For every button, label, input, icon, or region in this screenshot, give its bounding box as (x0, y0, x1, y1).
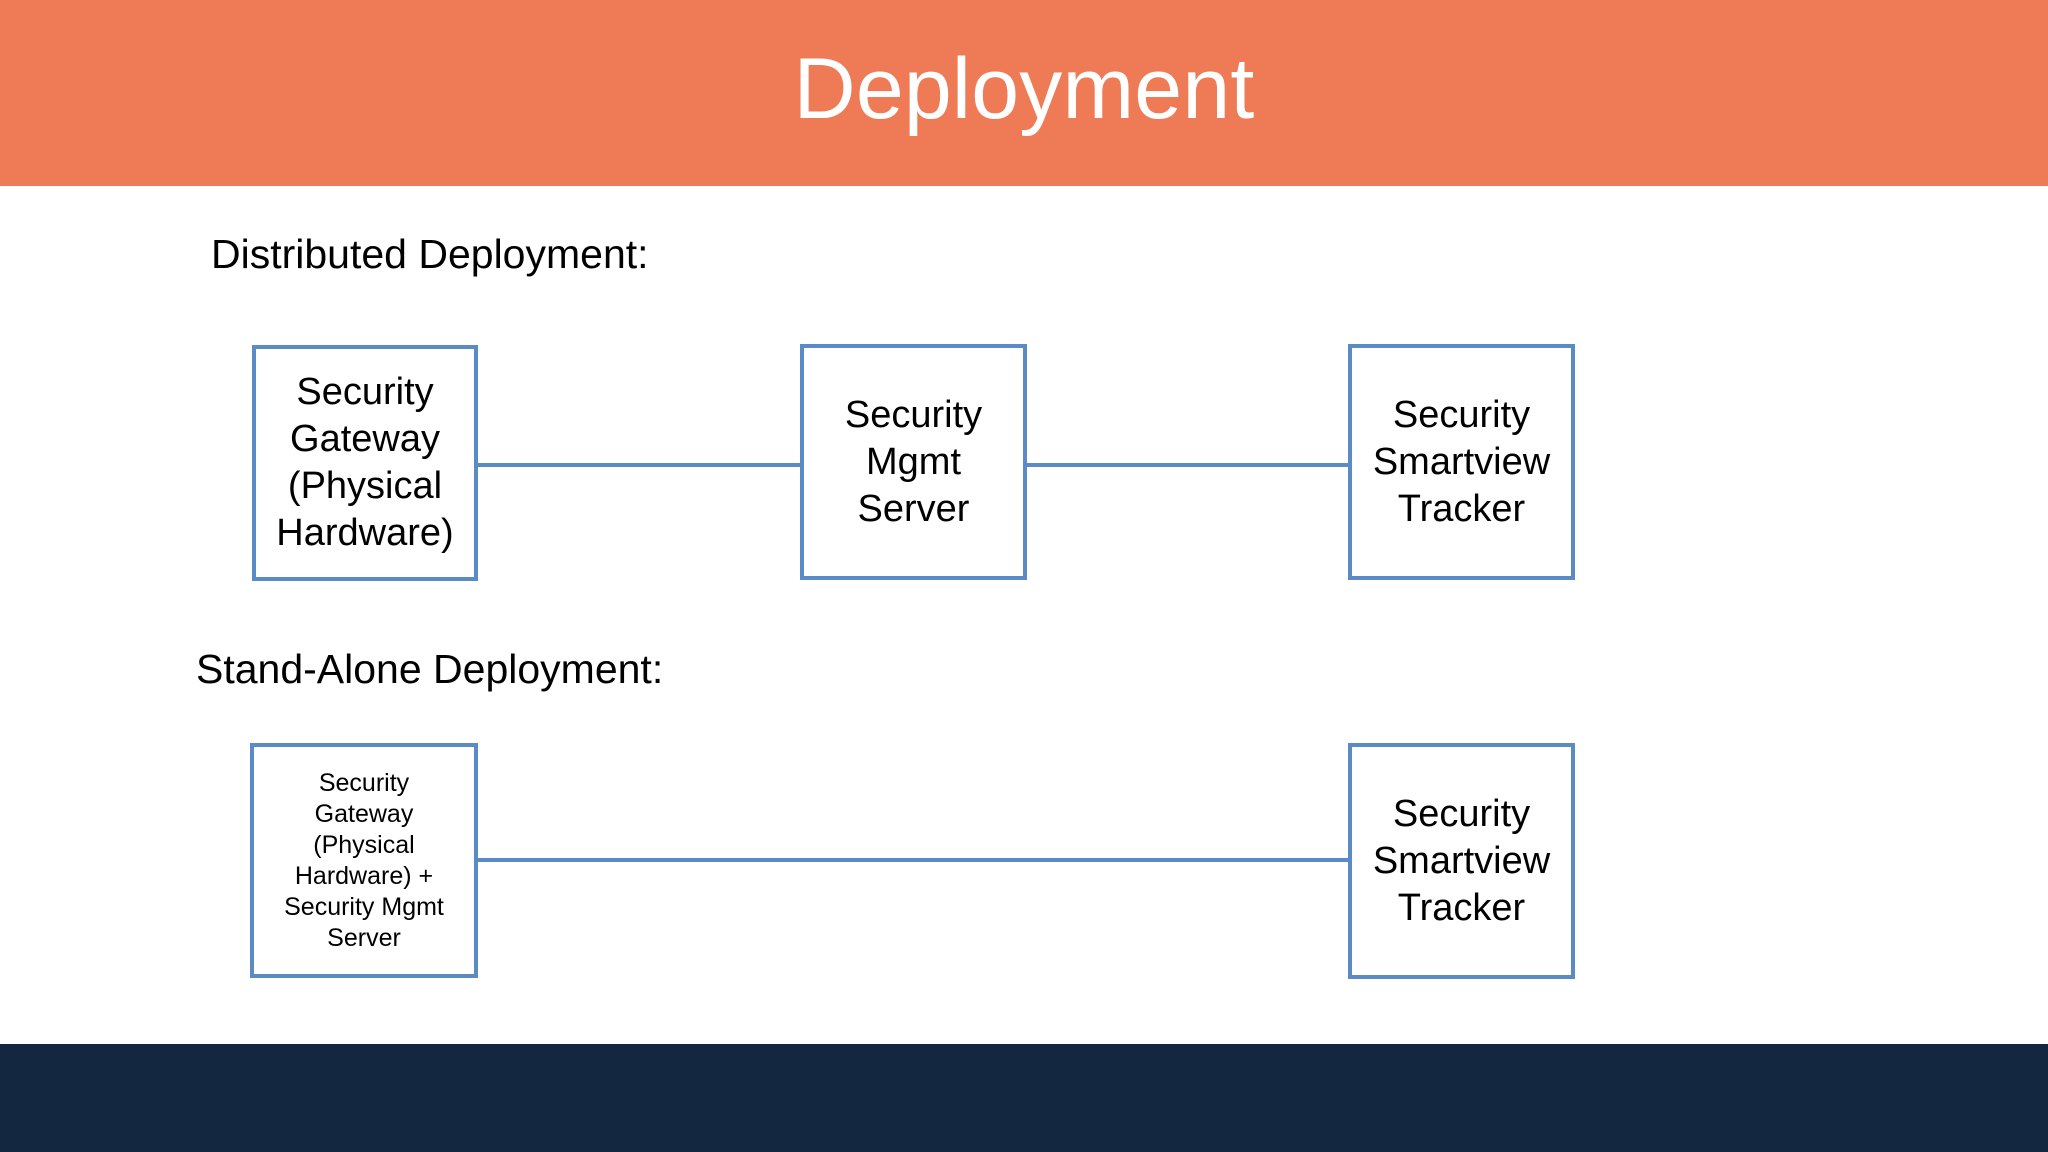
section-label-distributed-deployment: Distributed Deployment: (211, 231, 649, 277)
node-box-security-smartview-tracker-standalone[interactable]: Security Smartview Tracker (1348, 743, 1575, 979)
node-box-security-mgmt-server[interactable]: Security Mgmt Server (800, 344, 1027, 580)
connector-mgmt-server-to-smartview-tracker (1025, 463, 1350, 467)
node-box-security-mgmt-server-label: Security Mgmt Server (844, 393, 983, 530)
node-box-gateway-plus-mgmt-server[interactable]: Security Gateway (Physical Hardware) + S… (250, 743, 478, 978)
node-box-security-gateway-label: Security Gateway (Physical Hardware) (276, 371, 454, 554)
section-label-stand-alone-deployment: Stand-Alone Deployment: (196, 646, 664, 692)
node-box-security-gateway[interactable]: Security Gateway (Physical Hardware) (252, 345, 478, 581)
slide-header-bar: Deployment (0, 0, 2048, 186)
node-box-gateway-plus-mgmt-server-label: Security Gateway (Physical Hardware) + S… (284, 768, 444, 952)
slide-footer-bar (0, 1044, 2048, 1152)
connector-combined-node-to-smartview-tracker (476, 858, 1350, 862)
connector-gateway-to-mgmt-server (476, 463, 802, 467)
node-box-security-smartview-tracker-label: Security Smartview Tracker (1372, 393, 1551, 530)
node-box-security-smartview-tracker-standalone-label: Security Smartview Tracker (1372, 792, 1551, 929)
node-box-security-smartview-tracker[interactable]: Security Smartview Tracker (1348, 344, 1575, 580)
slide-title: Deployment (793, 41, 1255, 137)
